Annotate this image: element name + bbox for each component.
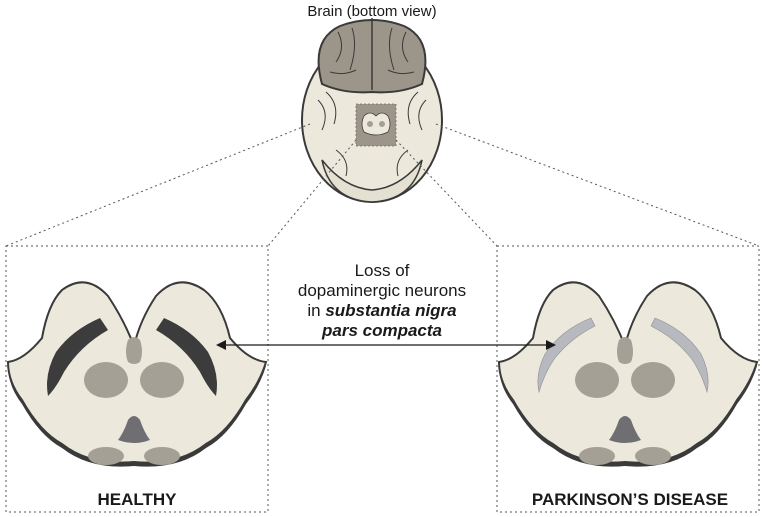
parkinson-red-nucleus-right bbox=[631, 362, 675, 398]
annotation-line-1: Loss of bbox=[355, 261, 410, 280]
healthy-red-nucleus-right bbox=[140, 362, 184, 398]
parkinson-label: PARKINSON’S DISEASE bbox=[532, 490, 728, 509]
brain-title: Brain (bottom view) bbox=[307, 3, 436, 20]
annotation-line-3-prefix: in bbox=[307, 301, 325, 320]
parkinson-substantia-nigra-right bbox=[650, 317, 709, 394]
healthy-panel-frame bbox=[5, 245, 269, 513]
healthy-midbrain-section bbox=[6, 281, 268, 467]
parkinson-midbrain-section bbox=[497, 281, 759, 467]
projection-line-left-outer bbox=[5, 123, 311, 247]
parkinson-panel-frame bbox=[496, 245, 760, 513]
parkinson-substantia-nigra-left bbox=[537, 317, 596, 394]
healthy-label: HEALTHY bbox=[97, 490, 177, 509]
comparison-arrow bbox=[216, 340, 556, 350]
annotation-line-3-emphasis: substantia nigra bbox=[325, 301, 456, 320]
healthy-substantia-nigra-right bbox=[156, 318, 217, 396]
annotation-line-3: in substantia nigra bbox=[307, 301, 456, 320]
arrow-head-right bbox=[546, 340, 556, 350]
healthy-aqueduct bbox=[118, 416, 150, 443]
arrow-head-left bbox=[216, 340, 226, 350]
brain-bottom-view bbox=[301, 18, 443, 203]
annotation-line-2: dopaminergic neurons bbox=[298, 281, 466, 300]
healthy-panel: HEALTHY bbox=[5, 245, 269, 513]
parkinson-red-nucleus-left bbox=[575, 362, 619, 398]
projection-line-right-outer bbox=[435, 123, 760, 247]
projection-line-right-inner bbox=[395, 139, 498, 247]
parkinson-panel: PARKINSON’S DISEASE bbox=[496, 245, 760, 513]
parkinson-aqueduct bbox=[609, 416, 641, 443]
annotation: Loss of dopaminergic neurons in substant… bbox=[298, 261, 466, 340]
annotation-line-4: pars compacta bbox=[321, 321, 442, 340]
healthy-red-nucleus-left bbox=[84, 362, 128, 398]
healthy-substantia-nigra-left bbox=[47, 318, 108, 396]
